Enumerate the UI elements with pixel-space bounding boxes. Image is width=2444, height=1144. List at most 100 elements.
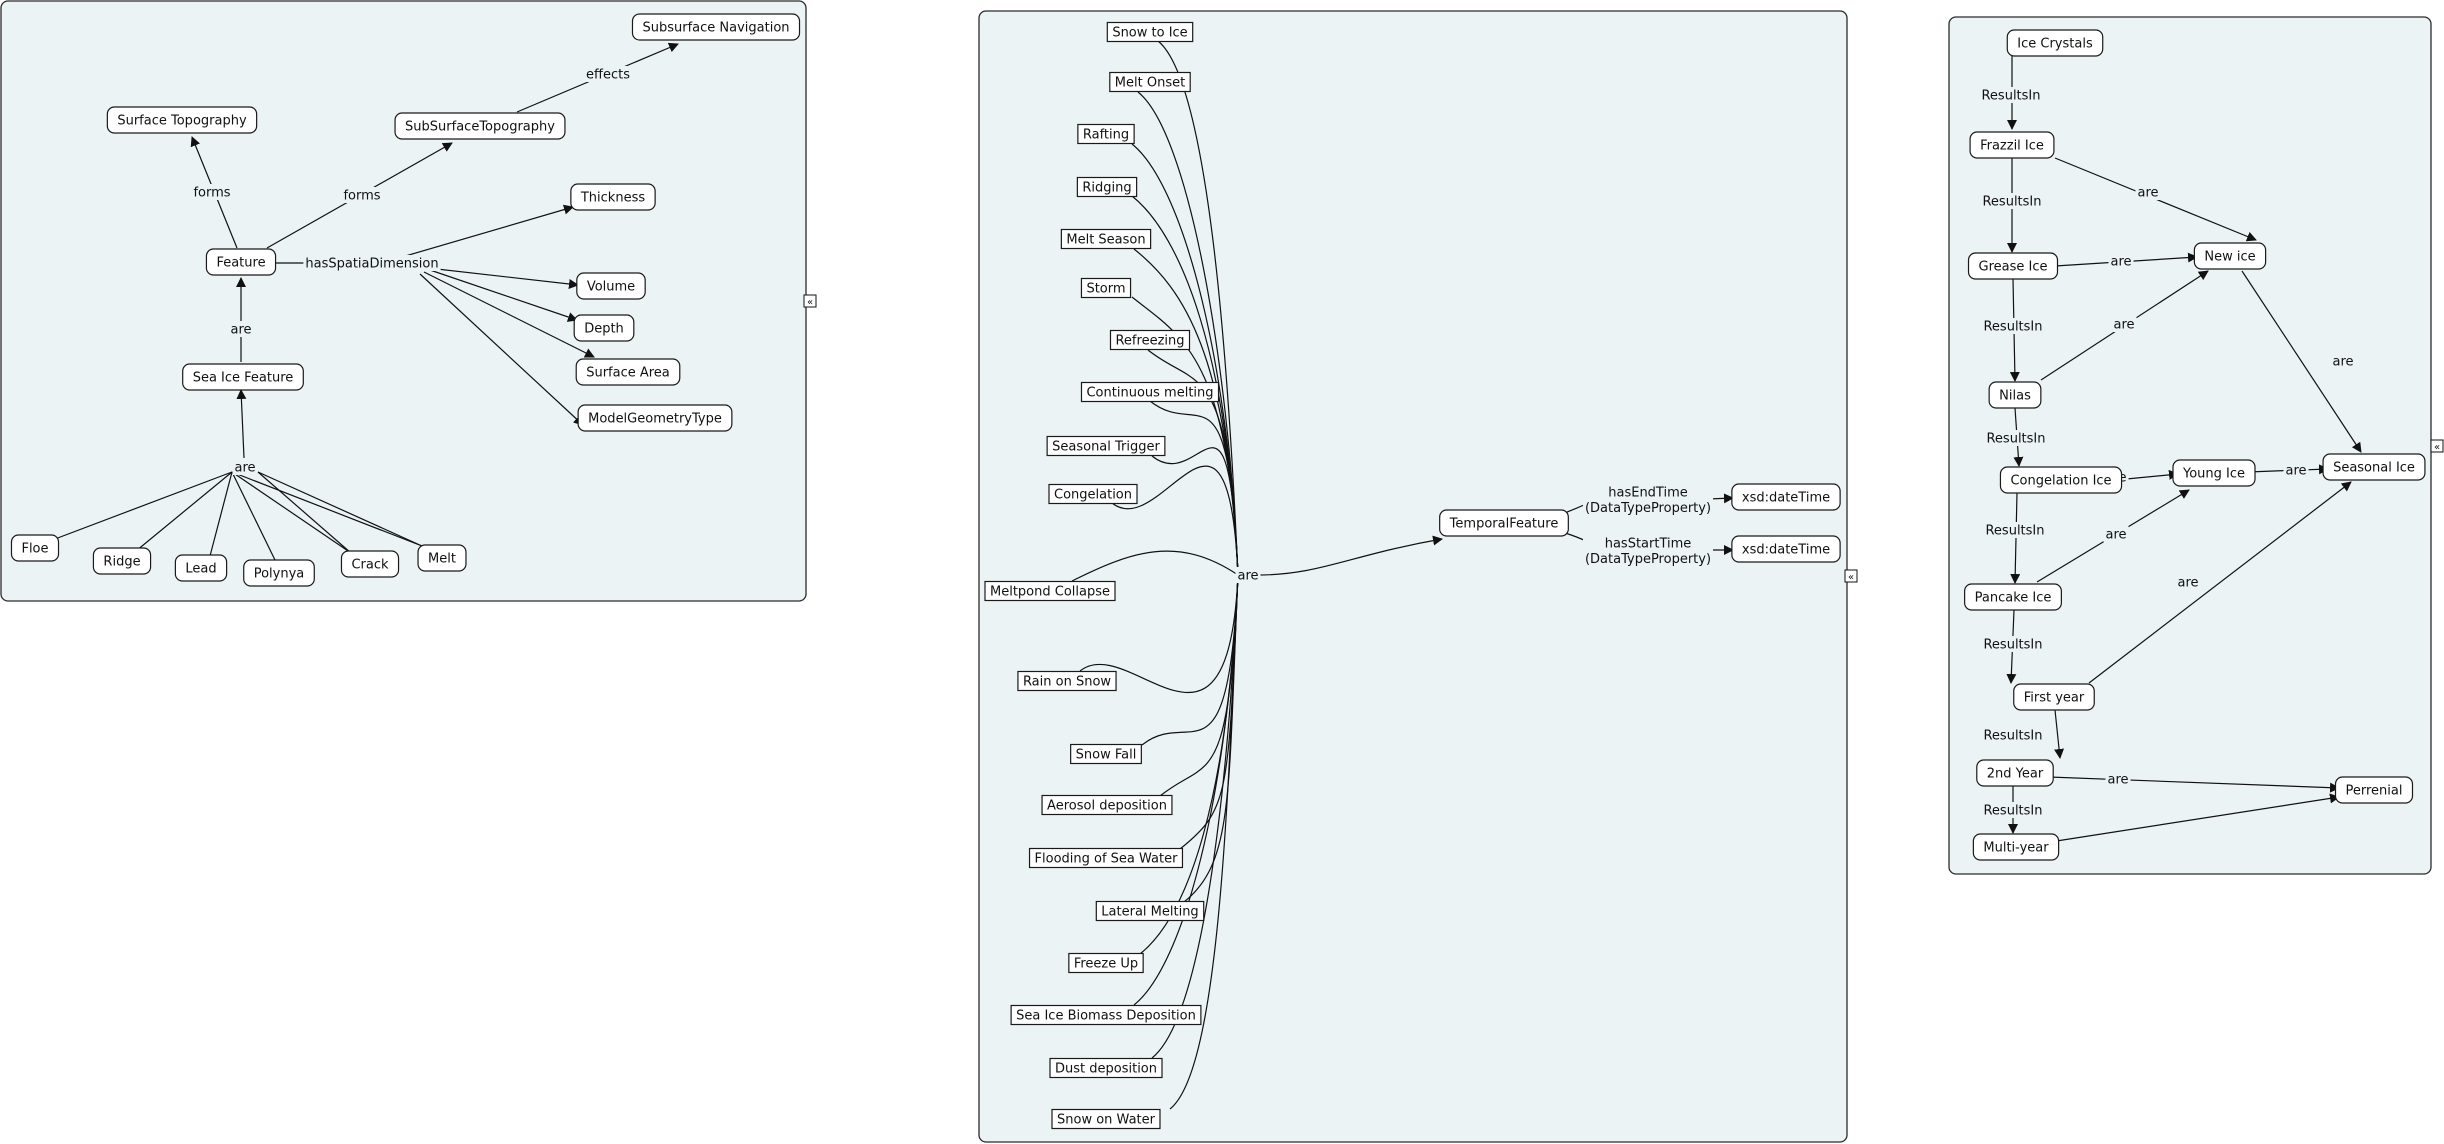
node-congelation[interactable]: Congelation: [1048, 483, 1138, 505]
node-refreezing[interactable]: Refreezing: [1109, 329, 1191, 351]
node-ridging[interactable]: Ridging: [1076, 176, 1138, 198]
node-polynya[interactable]: Polynya: [243, 559, 315, 587]
edge-label-a7: are: [2103, 526, 2129, 543]
node-frazzil[interactable]: Frazzil Ice: [1969, 131, 2055, 159]
node-volume[interactable]: Volume: [576, 272, 646, 300]
collapse-toggle-p3[interactable]: «: [2430, 439, 2444, 453]
edge-are-temporal: [1257, 535, 1443, 576]
edge-label-are2: are: [232, 459, 258, 476]
node-aerosol[interactable]: Aerosol deposition: [1041, 794, 1173, 816]
node-rain_on_snow[interactable]: Rain on Snow: [1017, 670, 1117, 692]
node-congelation_ice[interactable]: Congelation Ice: [1999, 466, 2123, 494]
node-thickness[interactable]: Thickness: [570, 183, 656, 211]
edge-are-5: [231, 471, 423, 547]
node-label: Melt Onset: [1115, 76, 1185, 91]
node-first_year[interactable]: First year: [2013, 683, 2095, 711]
edge-are-2: [209, 471, 233, 557]
collapse-toggle-p1[interactable]: «: [803, 294, 817, 308]
node-label: Ridge: [103, 555, 140, 570]
collapse-toggle-p2[interactable]: «: [1844, 569, 1858, 583]
edge-label-effects: effects: [584, 66, 632, 83]
node-melt_season[interactable]: Melt Season: [1060, 228, 1152, 250]
node-crack[interactable]: Crack: [340, 550, 400, 578]
node-label: Lateral Melting: [1101, 905, 1198, 920]
node-label: Nilas: [1999, 389, 2031, 404]
node-feature[interactable]: Feature: [205, 248, 277, 276]
edge-are-congelation: [1111, 465, 1239, 576]
edge-label-text: are: [2137, 186, 2158, 201]
svg-text:«: «: [1848, 572, 1854, 583]
node-meltpond[interactable]: Meltpond Collapse: [984, 580, 1116, 602]
node-grease[interactable]: Grease Ice: [1967, 252, 2059, 280]
node-surface_topo[interactable]: Surface Topography: [106, 106, 258, 134]
edge-are-rain_on_snow: [1079, 574, 1239, 694]
node-young_ice[interactable]: Young Ice: [2172, 459, 2256, 487]
node-label: Grease Ice: [1979, 260, 2048, 275]
edge-label-text: are: [2285, 464, 2306, 479]
edge-label-text: ResultsIn: [1983, 729, 2042, 744]
edge-label-text: hasSpatiaDimension: [305, 257, 438, 272]
edge-label-text: forms: [343, 189, 380, 204]
node-ridge[interactable]: Ridge: [92, 547, 152, 575]
edge-are-snow_on_water: [1169, 574, 1239, 1110]
node-seasonal_trigger[interactable]: Seasonal Trigger: [1046, 435, 1166, 457]
edge-are-1: [135, 471, 233, 552]
node-storm[interactable]: Storm: [1080, 277, 1132, 299]
edge-label-text: are: [230, 323, 251, 338]
node-second_year[interactable]: 2nd Year: [1976, 759, 2054, 787]
node-multi_year[interactable]: Multi-year: [1972, 833, 2060, 861]
node-melt[interactable]: Melt: [417, 544, 467, 572]
node-ice_crystals[interactable]: Ice Crystals: [2006, 29, 2104, 57]
node-model_geom[interactable]: ModelGeometryType: [577, 404, 733, 432]
edge-label-a1: are: [2135, 184, 2161, 201]
node-snow_fall[interactable]: Snow Fall: [1070, 743, 1142, 765]
node-temporal[interactable]: TemporalFeature: [1439, 509, 1569, 537]
node-nilas[interactable]: Nilas: [1988, 381, 2042, 409]
node-label: Ridging: [1082, 181, 1131, 196]
edge-label-a9: are: [2105, 771, 2131, 788]
node-subsurface_nav[interactable]: Subsurface Navigation: [631, 13, 801, 41]
edge-are-0: [54, 471, 233, 540]
node-pancake[interactable]: Pancake Ice: [1964, 583, 2062, 611]
node-snow_on_water[interactable]: Snow on Water: [1051, 1108, 1161, 1130]
node-label: Meltpond Collapse: [990, 585, 1110, 600]
edge-label-text: are: [2177, 576, 2198, 591]
node-xsd2[interactable]: xsd:dateTime: [1731, 535, 1841, 563]
node-seasonal_ice[interactable]: Seasonal Ice: [2322, 453, 2426, 481]
node-melt_onset[interactable]: Melt Onset: [1109, 71, 1191, 93]
node-label: Seasonal Trigger: [1052, 440, 1160, 455]
node-biomass[interactable]: Sea Ice Biomass Deposition: [1010, 1004, 1202, 1026]
node-subsurface_topo[interactable]: SubSurfaceTopography: [394, 112, 566, 140]
node-label: Pancake Ice: [1975, 591, 2052, 606]
edge-label-a8: are: [2175, 574, 2201, 591]
node-rafting[interactable]: Rafting: [1077, 123, 1135, 145]
node-lead[interactable]: Lead: [174, 554, 228, 582]
edge-label-r6: ResultsIn: [1981, 636, 2045, 653]
node-dust[interactable]: Dust deposition: [1049, 1057, 1163, 1079]
edge-are-r1: [257, 471, 423, 547]
node-flooding[interactable]: Flooding of Sea Water: [1028, 847, 1184, 869]
node-perrenial[interactable]: Perrenial: [2334, 776, 2414, 804]
edge-are-snow_to_ice: [1157, 40, 1239, 576]
edge-label-text: forms: [193, 186, 230, 201]
edge-label-r4: ResultsIn: [1984, 430, 2048, 447]
edge-to-surface-area: [423, 271, 595, 358]
node-label: Surface Area: [586, 366, 670, 381]
edge-label-a3: are: [2111, 316, 2137, 333]
node-floe[interactable]: Floe: [10, 534, 60, 562]
node-label: Depth: [584, 322, 624, 337]
edge-label-hasSpatia: hasSpatiaDimension: [303, 255, 441, 272]
node-label: Polynya: [254, 567, 305, 582]
node-cont_melting[interactable]: Continuous melting: [1080, 381, 1220, 403]
node-freeze_up[interactable]: Freeze Up: [1068, 952, 1144, 974]
node-surface_area[interactable]: Surface Area: [575, 358, 681, 386]
node-label: Feature: [216, 256, 265, 271]
edge-label-text: ResultsIn: [1985, 524, 2044, 539]
edge-are-r0: [257, 471, 352, 554]
node-snow_to_ice[interactable]: Snow to Ice: [1106, 21, 1194, 43]
node-lateral[interactable]: Lateral Melting: [1095, 900, 1205, 922]
node-xsd1[interactable]: xsd:dateTime: [1731, 483, 1841, 511]
node-depth[interactable]: Depth: [573, 314, 635, 342]
node-sea_ice_feature[interactable]: Sea Ice Feature: [182, 363, 304, 391]
node-new_ice[interactable]: New ice: [2193, 242, 2267, 270]
